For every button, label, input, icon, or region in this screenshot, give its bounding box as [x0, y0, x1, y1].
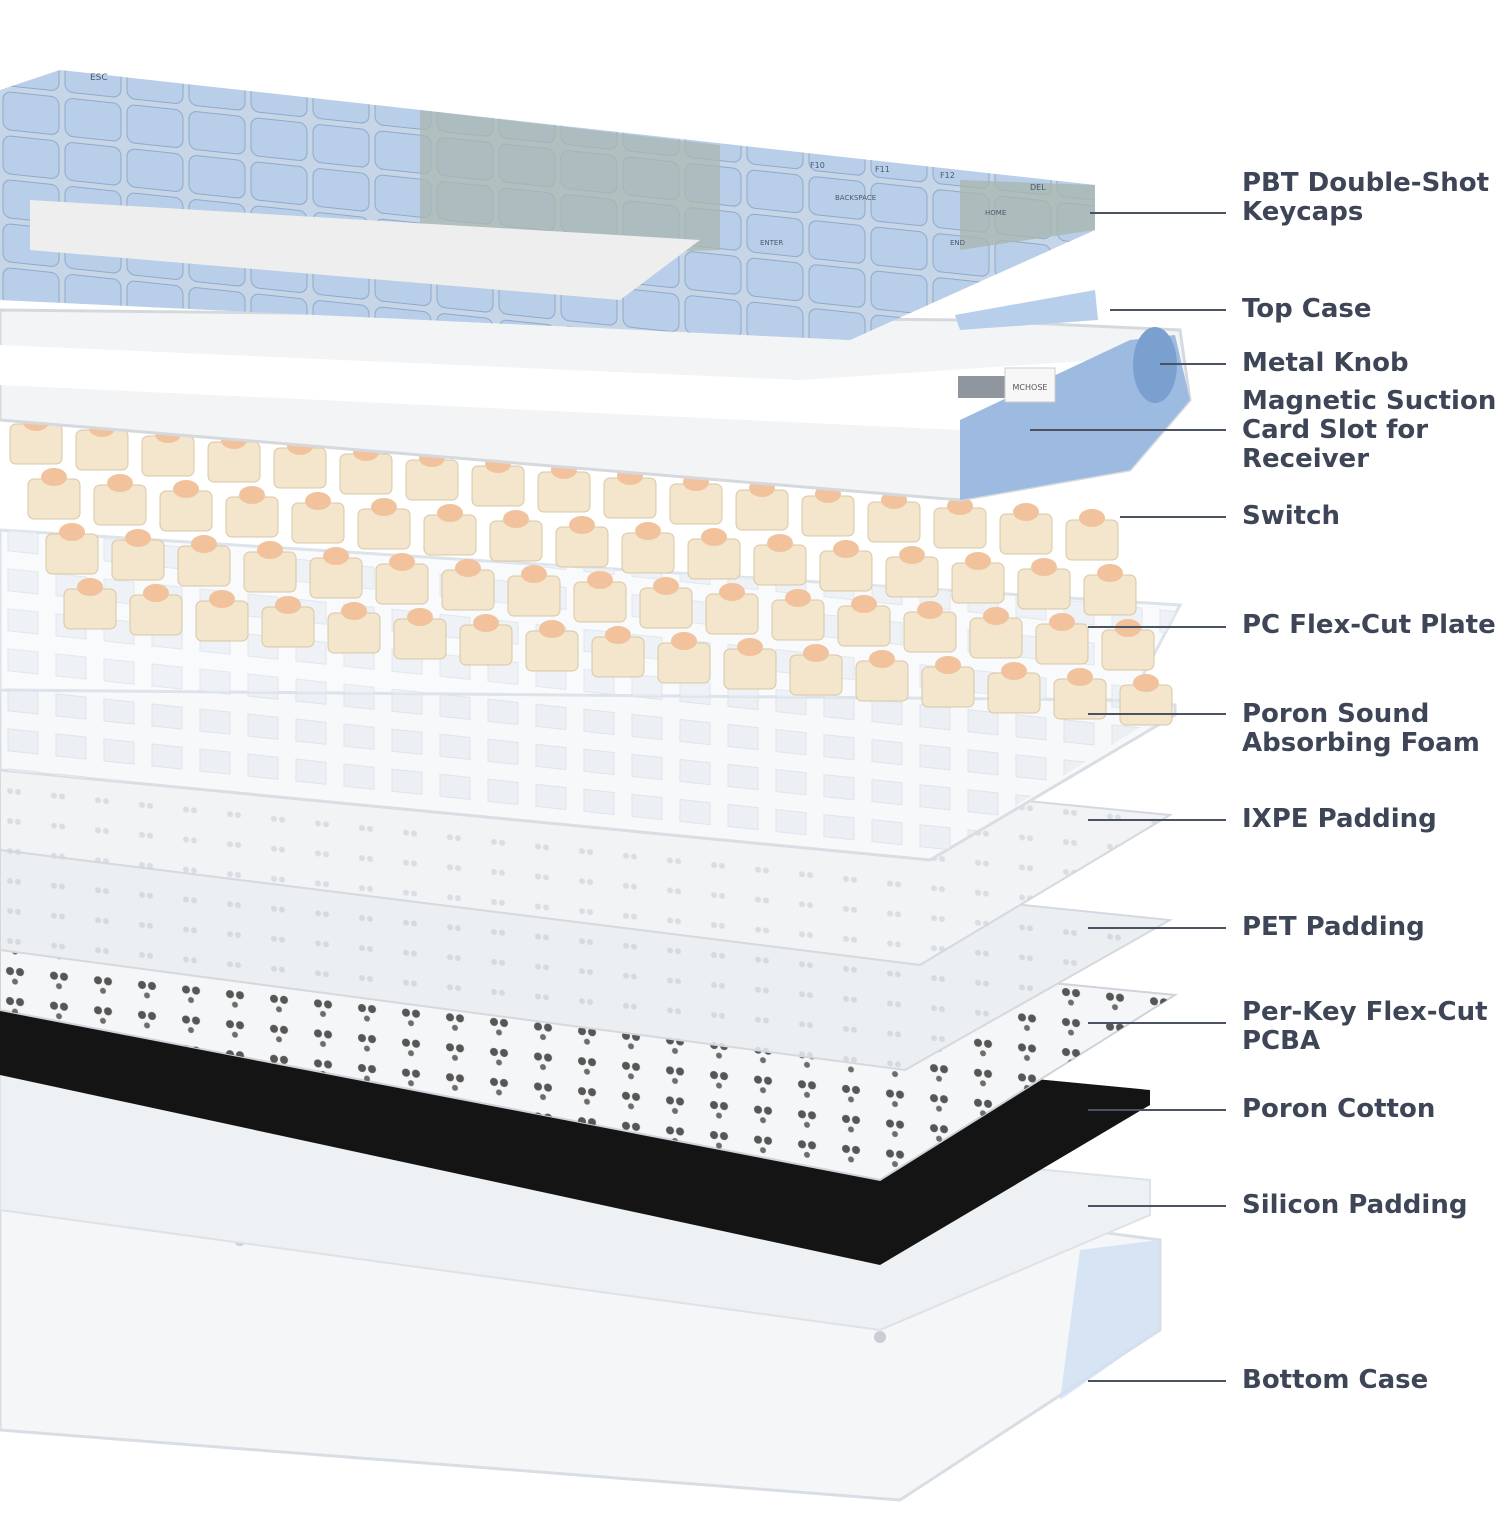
switch-stem [1067, 668, 1093, 686]
card-slot-module [960, 335, 1190, 500]
leader-line-plate [1088, 626, 1226, 628]
key-enter: ENTER [760, 239, 783, 247]
leader-line-card-slot [1030, 429, 1226, 431]
switch-stem [323, 547, 349, 565]
switch-stem [671, 632, 697, 650]
switch-stem [275, 596, 301, 614]
label-foam: Poron Sound Absorbing Foam [1242, 699, 1480, 758]
leader-line-switch [1120, 516, 1226, 518]
switch-stem [239, 486, 265, 504]
label-metal-knob: Metal Knob [1242, 348, 1409, 378]
switch-stem [899, 546, 925, 564]
switch-stem [59, 523, 85, 541]
metal-knob [1133, 327, 1177, 403]
switch-stem [257, 541, 283, 559]
switch-stem [869, 650, 895, 668]
switch-stem [701, 528, 727, 546]
switch-stem [767, 534, 793, 552]
switch-stem [143, 584, 169, 602]
switch-stem [305, 492, 331, 510]
switch-stem [389, 553, 415, 571]
label-bottom-case: Bottom Case [1242, 1365, 1429, 1395]
label-poron-cotton: Poron Cotton [1242, 1094, 1436, 1124]
leader-line-poron-cotton [1088, 1109, 1226, 1111]
switch-stem [833, 540, 859, 558]
label-pcba: Per-Key Flex-Cut PCBA [1242, 997, 1488, 1056]
switch-stem [503, 510, 529, 528]
switch-stem [983, 607, 1009, 625]
switch-stem [851, 595, 877, 613]
switch-stem [521, 565, 547, 583]
leader-line-top-case [1110, 309, 1226, 311]
leader-line-keycaps [1090, 212, 1226, 214]
label-card-slot: Magnetic Suction Card Slot for Receiver [1242, 386, 1497, 474]
label-top-case: Top Case [1242, 294, 1372, 324]
leader-line-silicon [1088, 1205, 1226, 1207]
label-pet: PET Padding [1242, 912, 1425, 942]
key-f11: F11 [875, 165, 890, 174]
label-plate: PC Flex-Cut Plate [1242, 610, 1496, 640]
switch-stem [437, 504, 463, 522]
leader-line-foam [1088, 713, 1226, 715]
leader-line-pet [1088, 927, 1226, 929]
key-f12: F12 [940, 171, 955, 180]
switch-stem [803, 644, 829, 662]
switch-stem [1133, 674, 1159, 692]
switch-stem [371, 498, 397, 516]
keycaps-layer: ESC F10 F11 F12 DEL BACKSPACE HOME ENTER… [0, 70, 1095, 340]
key-del: DEL [1030, 183, 1046, 192]
switch-stem [539, 620, 565, 638]
switch-stem [1079, 509, 1105, 527]
leader-line-bottom-case [1088, 1380, 1226, 1382]
label-silicon: Silicon Padding [1242, 1190, 1468, 1220]
switch-stem [605, 626, 631, 644]
leader-line-pcba [1088, 1022, 1226, 1024]
key-esc: ESC [90, 73, 108, 83]
leader-line-ixpe [1088, 819, 1226, 821]
switch-stem [341, 602, 367, 620]
switch-stem [41, 468, 67, 486]
switch-stem [737, 638, 763, 656]
switch-stem [587, 571, 613, 589]
switch-stem [455, 559, 481, 577]
key-backspace: BACKSPACE [835, 194, 876, 202]
switch-stem [785, 589, 811, 607]
switch-stem [1013, 503, 1039, 521]
switch-stem [125, 529, 151, 547]
label-switch: Switch [1242, 501, 1341, 531]
switch-stem [473, 614, 499, 632]
top-case-layer: MCHOSE [0, 290, 1192, 502]
label-ixpe: IXPE Padding [1242, 804, 1437, 834]
switch-stem [935, 656, 961, 674]
switch-stem [209, 590, 235, 608]
switch-stem [107, 474, 133, 492]
switch-stem [653, 577, 679, 595]
switch-stem [407, 608, 433, 626]
switch-stem [635, 522, 661, 540]
receiver-plug [958, 376, 1008, 398]
switch-stem [1097, 564, 1123, 582]
leader-line-metal-knob [1160, 363, 1226, 365]
label-keycaps: PBT Double-Shot Keycaps [1242, 168, 1490, 227]
key-f10: F10 [810, 161, 825, 170]
switch-stem [1001, 662, 1027, 680]
switch-stem [917, 601, 943, 619]
switch-stem [77, 578, 103, 596]
key-home: HOME [985, 209, 1006, 217]
switch-stem [719, 583, 745, 601]
switch-stem [1049, 613, 1075, 631]
switch-stem [947, 497, 973, 515]
switch-stem [569, 516, 595, 534]
switch-stem [1115, 619, 1141, 637]
switch-stem [173, 480, 199, 498]
receiver [1004, 367, 1056, 403]
receiver-brand: MCHOSE [1013, 383, 1048, 392]
switch-layer [9, 413, 1173, 726]
switch-stem [965, 552, 991, 570]
switch-stem [191, 535, 217, 553]
key-end: END [950, 239, 965, 247]
switch-stem [1031, 558, 1057, 576]
